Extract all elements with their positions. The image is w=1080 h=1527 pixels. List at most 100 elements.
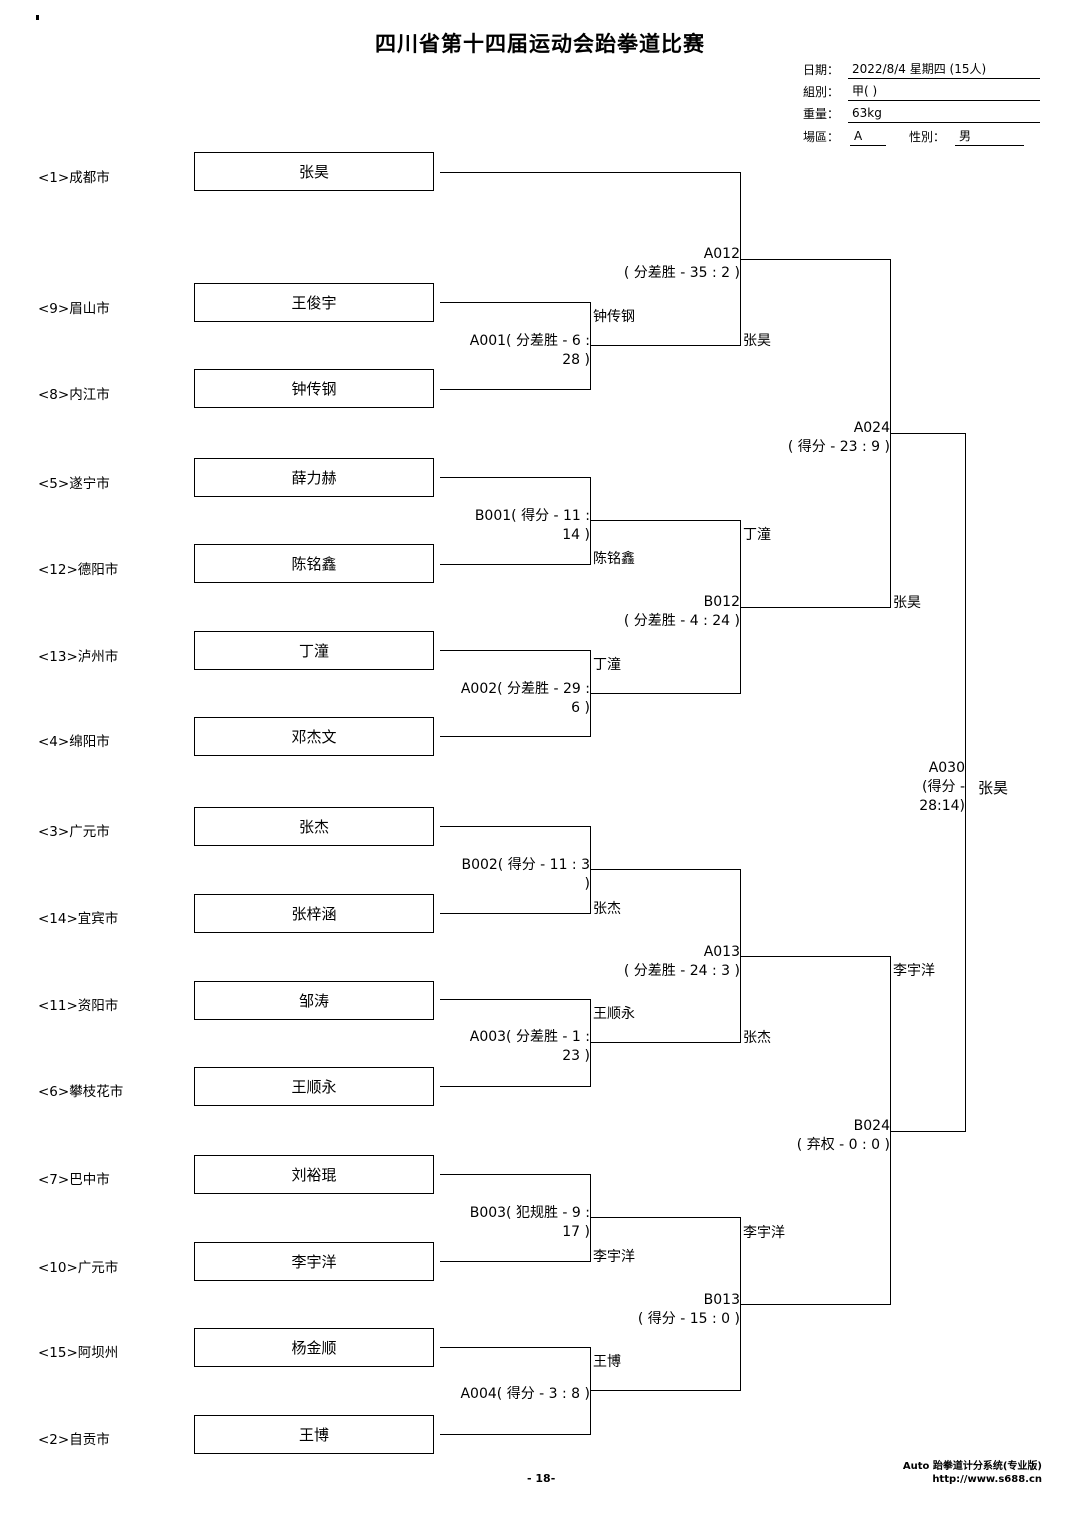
player-box: 张杰 bbox=[194, 807, 434, 846]
player-box: 王顺永 bbox=[194, 1067, 434, 1106]
player-box: 王俊宇 bbox=[194, 283, 434, 322]
bracket-line bbox=[440, 913, 590, 915]
winner-name: 张杰 bbox=[743, 1030, 771, 1046]
bracket-line bbox=[440, 172, 740, 174]
seed-label: <1>成都市 bbox=[38, 170, 110, 186]
bracket-line bbox=[440, 650, 590, 652]
winner-name: 李宇洋 bbox=[743, 1225, 785, 1241]
bracket-line bbox=[740, 259, 890, 261]
player-box: 王博 bbox=[194, 1415, 434, 1454]
bracket-line bbox=[440, 564, 590, 566]
bracket-line bbox=[590, 693, 740, 695]
bracket-line bbox=[440, 1086, 590, 1088]
winner-name: 李宇洋 bbox=[593, 1249, 635, 1265]
bracket-line bbox=[590, 1217, 740, 1219]
seed-label: <11>资阳市 bbox=[38, 998, 119, 1014]
match-label-A003: A003( 分差胜 - 1 : 23 ) bbox=[469, 1029, 590, 1064]
page-title: 四川省第十四届运动会跆拳道比赛 bbox=[375, 32, 705, 56]
corner-mark bbox=[36, 15, 39, 20]
match-label-A012: A012 ( 分差胜 - 35 : 2 ) bbox=[623, 246, 740, 281]
player-box: 杨金顺 bbox=[194, 1328, 434, 1367]
winner-name: 丁潼 bbox=[593, 657, 621, 673]
area-value: A bbox=[850, 129, 886, 146]
bracket-line bbox=[440, 999, 590, 1001]
bracket-line bbox=[890, 433, 966, 435]
bracket-line bbox=[440, 826, 590, 828]
gender-label: 性別： bbox=[909, 130, 946, 144]
player-box: 刘裕琨 bbox=[194, 1155, 434, 1194]
match-label-A004: A004( 得分 - 3 : 8 ) bbox=[460, 1386, 590, 1402]
seed-label: <8>内江市 bbox=[38, 387, 110, 403]
bracket-line bbox=[590, 345, 740, 347]
winner-name: 王顺永 bbox=[593, 1006, 635, 1022]
bracket-line bbox=[440, 1174, 590, 1176]
match-label-B012: B012 ( 分差胜 - 4 : 24 ) bbox=[623, 594, 740, 629]
group-value: 甲( ) bbox=[848, 84, 1040, 101]
match-label-A001: A001( 分差胜 - 6 : 28 ) bbox=[469, 333, 590, 368]
seed-label: <2>自贡市 bbox=[38, 1432, 110, 1448]
match-label-B001: B001( 得分 - 11 : 14 ) bbox=[474, 508, 590, 543]
match-label-B024: B024 ( 弃权 - 0 : 0 ) bbox=[796, 1118, 890, 1153]
winner-name: 李宇洋 bbox=[893, 963, 935, 979]
bracket-line bbox=[590, 1042, 740, 1044]
bracket-line bbox=[440, 1261, 590, 1263]
player-box: 邹涛 bbox=[194, 981, 434, 1020]
player-box: 李宇洋 bbox=[194, 1242, 434, 1281]
seed-label: <4>绵阳市 bbox=[38, 734, 110, 750]
seed-label: <12>德阳市 bbox=[38, 562, 119, 578]
winner-name: 张杰 bbox=[593, 901, 621, 917]
weight-label: 重量： bbox=[803, 107, 840, 121]
bracket-line bbox=[590, 520, 740, 522]
winner-name: 钟传钢 bbox=[593, 309, 635, 325]
match-label-A024: A024 ( 得分 - 23 : 9 ) bbox=[787, 420, 890, 455]
seed-label: <6>攀枝花市 bbox=[38, 1084, 124, 1100]
seed-label: <10>广元市 bbox=[38, 1260, 119, 1276]
player-box: 薛力赫 bbox=[194, 458, 434, 497]
match-label-B013: B013 ( 得分 - 15 : 0 ) bbox=[637, 1292, 740, 1327]
winner-name: 陈铭鑫 bbox=[593, 551, 635, 567]
page-number: - 18- bbox=[527, 1472, 556, 1485]
date-label: 日期： bbox=[803, 63, 840, 77]
match-label-A002: A002( 分差胜 - 29 : 6 ) bbox=[460, 681, 590, 716]
area-label: 場區： bbox=[803, 130, 840, 144]
match-label-B002: B002( 得分 - 11 : 3 ) bbox=[461, 857, 590, 892]
bracket-line bbox=[440, 389, 590, 391]
weight-value: 63kg bbox=[848, 106, 1040, 123]
seed-label: <3>广元市 bbox=[38, 824, 110, 840]
player-box: 张昊 bbox=[194, 152, 434, 191]
bracket-line bbox=[740, 607, 890, 609]
champion-name: 张昊 bbox=[978, 779, 1009, 797]
group-label: 組別： bbox=[803, 85, 840, 99]
bracket-line bbox=[440, 1434, 590, 1436]
seed-label: <5>遂宁市 bbox=[38, 476, 110, 492]
winner-name: 丁潼 bbox=[743, 527, 771, 543]
gender-value: 男 bbox=[955, 129, 1024, 146]
bracket-line bbox=[740, 956, 890, 958]
seed-label: <7>巴中市 bbox=[38, 1172, 110, 1188]
match-label-A013: A013 ( 分差胜 - 24 : 3 ) bbox=[623, 944, 740, 979]
seed-label: <15>阿坝州 bbox=[38, 1345, 119, 1361]
winner-name: 张昊 bbox=[743, 333, 771, 349]
software-name: Auto 跆拳道计分系统(专业版) bbox=[902, 1461, 1042, 1472]
software-url: http://www.s688.cn bbox=[932, 1474, 1042, 1485]
bracket-line bbox=[590, 1390, 740, 1392]
player-box: 丁潼 bbox=[194, 631, 434, 670]
match-label-B003: B003( 犯规胜 - 9 : 17 ) bbox=[469, 1205, 590, 1240]
date-value: 2022/8/4 星期四 (15人) bbox=[848, 62, 1040, 79]
bracket-line bbox=[890, 1131, 966, 1133]
match-label-A030: A030 (得分 - 28:14) bbox=[919, 760, 965, 814]
seed-label: <13>泸州市 bbox=[38, 649, 119, 665]
bracket-line bbox=[440, 477, 590, 479]
seed-label: <14>宜宾市 bbox=[38, 911, 119, 927]
bracket-line bbox=[440, 736, 590, 738]
player-box: 邓杰文 bbox=[194, 717, 434, 756]
seed-label: <9>眉山市 bbox=[38, 301, 110, 317]
winner-name: 王博 bbox=[593, 1354, 621, 1370]
winner-name: 张昊 bbox=[893, 595, 921, 611]
bracket-line bbox=[590, 869, 740, 871]
bracket-line bbox=[890, 956, 892, 1305]
player-box: 钟传钢 bbox=[194, 369, 434, 408]
bracket-line bbox=[965, 433, 967, 1132]
player-box: 张梓涵 bbox=[194, 894, 434, 933]
player-box: 陈铭鑫 bbox=[194, 544, 434, 583]
